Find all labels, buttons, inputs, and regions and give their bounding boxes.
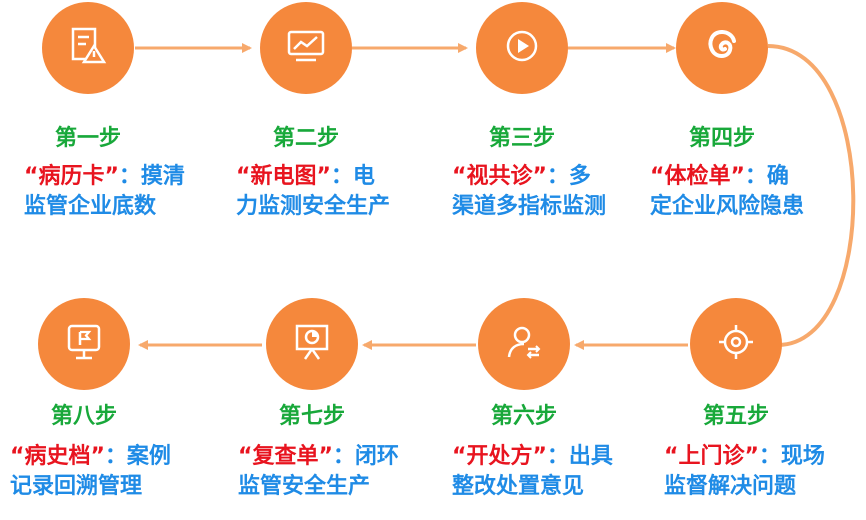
swirl-icon <box>700 24 744 72</box>
monitor-chart-icon <box>284 24 328 72</box>
step-4-circle <box>676 2 768 94</box>
step-1-circle <box>42 2 134 94</box>
step-8-circle <box>38 298 130 390</box>
step-2-circle <box>260 2 352 94</box>
step-4-colon-text: ：确 <box>744 164 789 189</box>
step-8-title: 第八步 <box>50 404 117 429</box>
target-icon <box>714 320 758 368</box>
step-3-circle <box>476 2 568 94</box>
step-6-description: “开处方”：出具 整改处置意见 <box>452 442 622 502</box>
step-5-line2: 监督解决问题 <box>664 474 797 499</box>
step-4-line2: 定企业风险隐患 <box>650 194 805 219</box>
step-5-highlight: “上门诊” <box>664 444 759 469</box>
step-6-circle <box>478 298 570 390</box>
flag-board-icon <box>62 320 106 368</box>
step-2-title: 第二步 <box>272 126 339 151</box>
step-3-line2: 渠道多指标监测 <box>452 194 607 219</box>
step-5-title: 第五步 <box>702 404 769 429</box>
step-1-description: “病历卡”：摸清 监管企业底数 <box>24 162 194 222</box>
step-6-line2: 整改处置意见 <box>452 474 585 499</box>
document-warning-icon <box>66 24 110 72</box>
step-4-highlight: “体检单” <box>650 164 745 189</box>
user-exchange-icon <box>502 320 546 368</box>
step-1-colon-text: ：摸清 <box>118 164 185 189</box>
step-7-highlight: “复查单” <box>238 444 333 469</box>
step-3-highlight: “视共诊” <box>452 164 547 189</box>
step-1-title: 第一步 <box>54 126 121 151</box>
step-6-colon-text: ：出具 <box>546 444 613 469</box>
step-7-description: “复查单”：闭环 监管安全生产 <box>238 442 408 502</box>
step-3-description: “视共诊”：多 渠道多指标监测 <box>452 162 622 222</box>
step-2-highlight: “新电图” <box>236 164 331 189</box>
step-3-title: 第三步 <box>488 126 555 151</box>
step-2-line2: 力监测安全生产 <box>236 194 391 219</box>
step-7-circle <box>266 298 358 390</box>
arrow-4-5 <box>767 44 856 347</box>
step-6-highlight: “开处方” <box>452 444 547 469</box>
step-5-circle <box>690 298 782 390</box>
step-6-title: 第六步 <box>490 404 557 429</box>
step-4-title: 第四步 <box>688 126 755 151</box>
step-7-colon-text: ：闭环 <box>332 444 399 469</box>
step-8-line2: 记录回溯管理 <box>10 474 143 499</box>
step-7-title: 第七步 <box>278 404 345 429</box>
step-8-highlight: “病史档” <box>10 444 105 469</box>
step-2-colon-text: ：电 <box>330 164 375 189</box>
step-8-colon-text: ：案例 <box>104 444 171 469</box>
play-circle-icon <box>500 24 544 72</box>
step-5-colon-text: ：现场 <box>758 444 825 469</box>
step-5-description: “上门诊”：现场 监督解决问题 <box>664 442 834 502</box>
step-3-colon-text: ：多 <box>546 164 591 189</box>
step-4-description: “体检单”：确 定企业风险隐患 <box>650 162 820 222</box>
step-2-description: “新电图”：电 力监测安全生产 <box>236 162 406 222</box>
step-1-line2: 监管企业底数 <box>24 194 157 219</box>
step-8-description: “病史档”：案例 记录回溯管理 <box>10 442 180 502</box>
presentation-chart-icon <box>290 320 334 368</box>
step-1-highlight: “病历卡” <box>24 164 119 189</box>
step-7-line2: 监管安全生产 <box>238 474 371 499</box>
